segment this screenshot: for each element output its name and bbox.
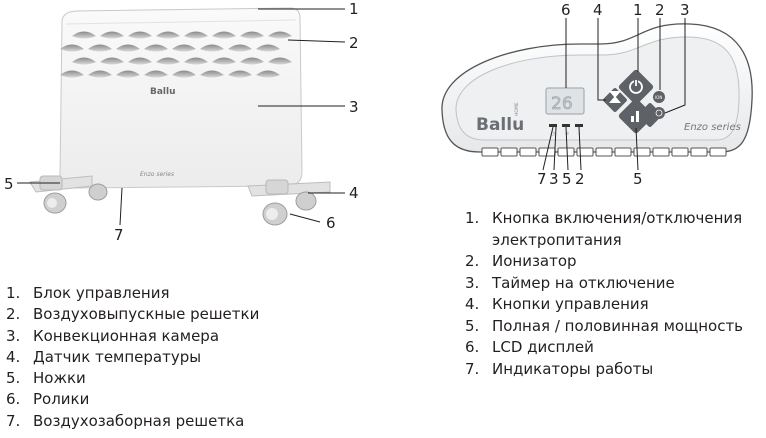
legend-item: 5.Ножки	[6, 369, 86, 388]
indicator-leds	[549, 124, 583, 127]
legend-item: 7.Воздухозаборная решетка	[6, 411, 245, 430]
heater-legend: 1.Блок управления 2.Воздуховыпускные реш…	[6, 283, 259, 432]
heater-callout-6: 6	[326, 214, 336, 232]
panel-callout-7b: 7	[537, 170, 547, 188]
panel-series: Enzo series	[684, 122, 741, 133]
panel-callout-6: 6	[561, 1, 571, 19]
panel-callout-2: 2	[655, 1, 665, 19]
heater-callout-3: 3	[349, 98, 359, 116]
indicator-icon-timer: ◷	[551, 131, 556, 137]
legend-item: 6.Ролики	[6, 390, 90, 409]
heater-callout-7: 7	[114, 226, 124, 244]
legend-item: 7.Индикаторы работы	[465, 359, 654, 378]
heater-callout-2: 2	[349, 34, 359, 52]
panel-callout-1: 1	[633, 1, 643, 19]
legend-item: 2.Ионизатор	[465, 252, 577, 270]
heater-callout-1: 1	[349, 0, 359, 18]
indicator-icon-power: ≡	[565, 131, 569, 137]
panel-callout-4: 4	[593, 1, 603, 19]
legend-item: 2.Воздуховыпускные решетки	[6, 305, 260, 324]
up-button[interactable]	[602, 87, 627, 112]
heater-body	[59, 7, 303, 189]
panel-callout-5c: 5	[633, 170, 643, 188]
panel-brand-sub: HOME	[514, 102, 520, 116]
panel-legend: 1.Кнопка включения/отключения электропит…	[465, 208, 762, 380]
panel-callout-3b: 3	[549, 170, 559, 188]
power-button[interactable]	[618, 69, 655, 106]
panel-callout-2b: 2	[575, 170, 585, 188]
outlet-grille	[60, 31, 292, 78]
legend-item: 6.LCD дисплей	[465, 338, 594, 356]
timer-button[interactable]	[653, 107, 665, 119]
legend-item: 4.Кнопки управления	[465, 295, 649, 313]
heater-callout-5: 5	[4, 175, 14, 193]
heater-series: Enzo series	[140, 171, 174, 178]
panel-callout-3: 3	[680, 1, 690, 19]
legend-item: 3.Конвекционная камера	[6, 326, 220, 345]
heater-callout-4: 4	[349, 184, 359, 202]
lcd-value: 26	[551, 94, 573, 114]
svg-text:ION: ION	[655, 95, 662, 100]
legend-item: 1.Блок управления	[6, 284, 170, 302]
legend-item: 3.Таймер на отключение	[465, 273, 675, 292]
power-mode-button[interactable]	[618, 98, 655, 135]
control-panel	[441, 23, 753, 157]
legend-item: 5.Полная / половинная мощность	[465, 316, 744, 335]
ionizer-button[interactable]: ION	[653, 91, 665, 103]
lcd-display: 26	[545, 87, 585, 115]
legend-item: 1.Кнопка включения/отключения электропит…	[465, 209, 743, 249]
heater-brand: Ballu	[150, 87, 176, 97]
panel-brand: Ballu	[476, 115, 524, 135]
panel-callout-5b: 5	[562, 170, 572, 188]
legend-item: 4.Датчик температуры	[6, 347, 202, 366]
